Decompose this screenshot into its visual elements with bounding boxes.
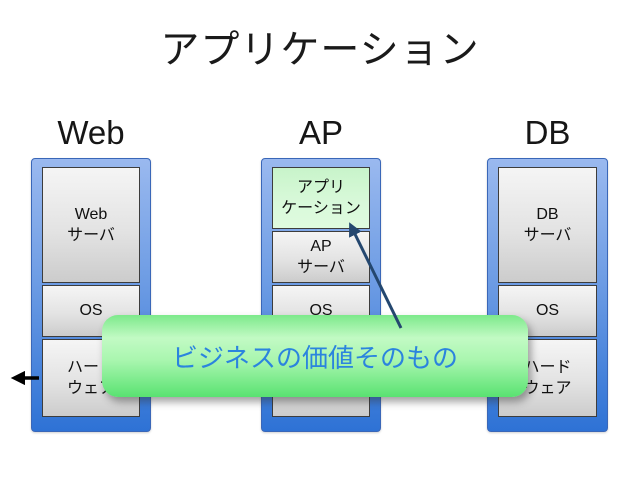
column-header-db: DB: [524, 114, 571, 151]
callout-bubble: ビジネスの価値そのもの: [102, 315, 528, 397]
box-ap-server: AP サーバ: [272, 231, 370, 283]
column-header-web: Web: [57, 114, 125, 151]
column-header-ap: AP: [298, 114, 344, 151]
box-application: アプリ ケーション: [272, 167, 370, 229]
box-db-server: DB サーバ: [498, 167, 597, 283]
web-stack: Web サーバ OS ハード ウェア: [31, 158, 151, 432]
callout-text: ビジネスの価値そのもの: [171, 342, 458, 373]
slide-title: アプリケーション: [160, 29, 480, 72]
box-web-server: Web サーバ: [42, 167, 140, 283]
